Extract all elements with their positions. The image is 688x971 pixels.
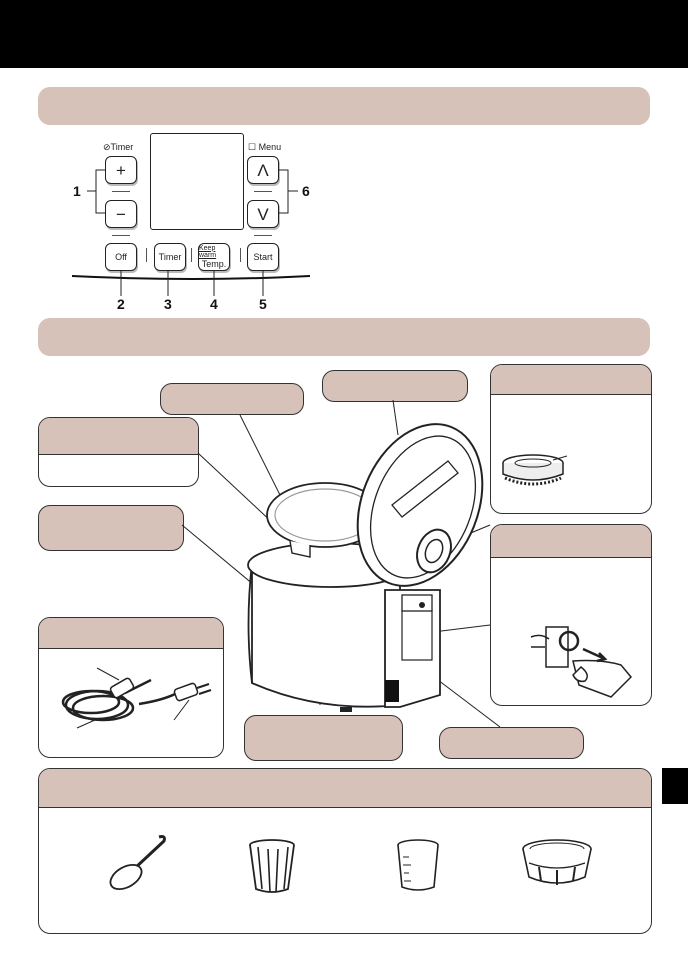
condensation-collector-box-header [491, 525, 651, 558]
plus-button[interactable]: + [105, 156, 137, 184]
lid-release-box [38, 417, 199, 487]
power-cord-box-header [39, 618, 223, 649]
callout-number-1: 1 [73, 183, 81, 199]
divider [146, 248, 147, 262]
panel-base-curve [71, 275, 311, 280]
callout-lines [87, 169, 298, 296]
accessories-box-header [39, 769, 651, 808]
divider [254, 191, 272, 192]
inner-pot-callout [38, 505, 184, 551]
callout-number-6: 6 [302, 183, 310, 199]
accessories-box [38, 768, 652, 934]
parts-heading-band [38, 318, 650, 356]
steam-valve-box [490, 364, 652, 514]
lid-release-box-header [39, 418, 198, 455]
start-label: Start [253, 252, 273, 262]
condensation-collector-box [490, 524, 652, 706]
chapter-tab [662, 768, 688, 804]
power-cord-box [38, 617, 224, 758]
main-body-callout [439, 727, 584, 759]
timer-label: ⊘Timer [103, 142, 134, 152]
outer-lid-callout [322, 370, 468, 402]
divider [112, 191, 130, 192]
menu-up-button[interactable]: Λ [247, 156, 279, 184]
up-arrow-icon: Λ [257, 160, 269, 180]
keepwarm-label: Keep warm [199, 244, 217, 260]
steaming-tray-icon [522, 839, 592, 885]
condensation-collector-illustration [530, 626, 633, 698]
off-button[interactable]: Off [105, 243, 137, 271]
divider [240, 248, 241, 262]
down-arrow-icon: V [257, 204, 269, 224]
menu-down-button[interactable]: V [247, 200, 279, 228]
header-bar [0, 0, 688, 68]
callout-number-4: 4 [210, 296, 218, 312]
menu-label: ☐ Menu [248, 142, 282, 152]
minus-button[interactable]: − [105, 200, 137, 228]
inner-lid-callout [160, 383, 304, 415]
rice-spoon-icon [109, 835, 166, 891]
timer-button[interactable]: Timer [154, 243, 186, 271]
steam-valve-box-header [491, 365, 651, 395]
measuring-cup-icon [397, 839, 439, 891]
start-button[interactable]: Start [247, 243, 279, 271]
rice-cooker-illustration [181, 399, 500, 728]
power-cord-illustration [61, 667, 212, 729]
keepwarm-temp-button[interactable]: Keep warm Temp. [198, 243, 230, 271]
off-label: Off [115, 252, 127, 262]
control-panel-heading-band [38, 87, 650, 125]
timer-button-label: Timer [158, 252, 182, 262]
temp-label: Temp. [201, 258, 227, 269]
plus-icon: + [116, 160, 126, 180]
callout-number-3: 3 [164, 296, 172, 312]
inner-pot-bottom-callout [244, 715, 403, 761]
steam-basket-icon [249, 839, 295, 893]
steam-valve-illustration [502, 454, 568, 486]
control-panel-diagram: ⊘Timer ☐ Menu + − Λ V Off Timer Keep war… [70, 128, 320, 313]
minus-icon: − [116, 204, 126, 224]
callout-number-2: 2 [117, 296, 125, 312]
divider [191, 248, 192, 262]
divider [112, 235, 130, 236]
divider [254, 235, 272, 236]
callout-number-5: 5 [259, 296, 267, 312]
display-window [150, 133, 244, 230]
